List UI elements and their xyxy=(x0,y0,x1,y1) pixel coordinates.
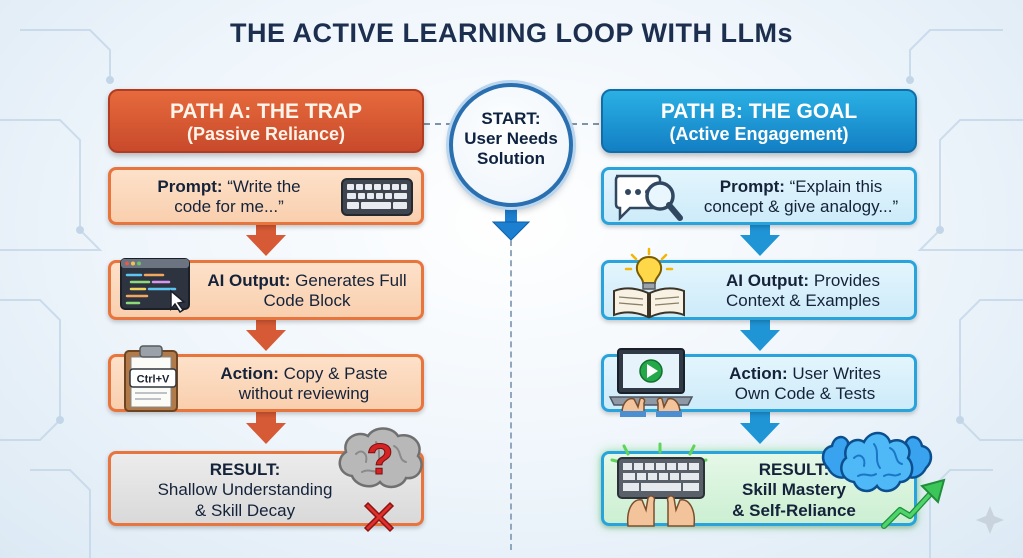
result-label: RESULT: xyxy=(758,460,830,479)
step-text: Context & Examples xyxy=(725,291,880,311)
start-line3: Solution xyxy=(477,149,545,169)
step-text: code for me...” xyxy=(174,197,284,217)
path-a-title: PATH A: THE TRAP xyxy=(169,100,363,123)
path-a-output-text: AI Output: Generates Full Code Block xyxy=(195,271,419,312)
path-b-action-card: Action: User Writes Own Code & Tests xyxy=(601,348,917,417)
path-b-title: PATH B: THE GOAL xyxy=(660,100,858,123)
path-b-result-card: RESULT: Skill Mastery & Self-Reliance xyxy=(601,442,917,527)
step-text: “Write the xyxy=(222,177,301,196)
strong-brain-icon xyxy=(821,431,933,493)
svg-text:?: ? xyxy=(367,435,394,484)
path-b-prompt-text: Prompt: “Explain this concept & give ana… xyxy=(688,177,914,218)
path-a-subtitle: (Passive Reliance) xyxy=(186,124,346,145)
path-b-result-text: RESULT: Skill Mastery & Self-Reliance xyxy=(712,460,876,521)
keyboard-icon xyxy=(341,178,413,216)
step-text: “Explain this xyxy=(784,177,883,196)
step-label: AI Output: xyxy=(726,271,810,290)
path-a-action-card: Ctrl+V Action: Copy & Paste without revi… xyxy=(108,345,424,412)
path-a-prompt-text: Prompt: “Write the code for me...” xyxy=(121,177,337,218)
result-line: Shallow Understanding xyxy=(157,480,333,500)
path-a-action-text: Action: Copy & Paste without reviewing xyxy=(189,364,419,405)
step-label: Action: xyxy=(729,364,788,383)
step-label: Prompt: xyxy=(157,177,223,196)
laptop-typing-icon xyxy=(608,348,694,417)
start-line2: User Needs xyxy=(464,129,558,149)
path-a-prompt-card: Prompt: “Write the code for me...” xyxy=(108,167,424,225)
step-label: Prompt: xyxy=(719,177,785,196)
start-line1: START: xyxy=(481,109,541,128)
path-b-header: PATH B: THE GOAL (Active Engagement) xyxy=(601,89,917,153)
clipboard-text: Ctrl+V xyxy=(137,374,170,386)
clipboard-icon: Ctrl+V xyxy=(124,345,178,412)
result-line: & Self-Reliance xyxy=(732,500,856,520)
keyboard-typing-icon xyxy=(610,442,708,527)
step-label: Action: xyxy=(220,364,279,383)
path-b-subtitle: (Active Engagement) xyxy=(669,124,849,145)
search-chat-icon xyxy=(614,174,683,222)
result-line: Skill Mastery xyxy=(742,480,846,500)
step-text: Code Block xyxy=(263,291,351,311)
red-x-icon xyxy=(363,501,395,533)
confused-brain-icon: ? xyxy=(338,427,423,489)
path-a-header: PATH A: THE TRAP (Passive Reliance) xyxy=(108,89,424,153)
result-line: & Skill Decay xyxy=(194,500,296,520)
center-divider xyxy=(510,240,512,550)
step-text: Generates Full xyxy=(290,271,407,290)
growth-arrow-icon xyxy=(881,478,946,529)
path-b-action-text: Action: User Writes Own Code & Tests xyxy=(696,364,914,405)
step-label: AI Output: xyxy=(207,271,291,290)
page-title: THE ACTIVE LEARNING LOOP WITH LLMs xyxy=(230,18,793,48)
path-b-output-text: AI Output: Provides Context & Examples xyxy=(692,271,914,312)
step-text: Own Code & Tests xyxy=(734,384,876,404)
book-lightbulb-icon xyxy=(613,247,685,319)
result-label: RESULT: xyxy=(209,460,281,479)
step-text: without reviewing xyxy=(238,384,370,404)
path-b-output-card: AI Output: Provides Context & Examples xyxy=(601,247,917,320)
path-a-result-text: RESULT: Shallow Understanding & Skill De… xyxy=(119,460,371,521)
code-window-icon xyxy=(120,258,190,313)
start-node: START: User Needs Solution xyxy=(449,83,573,207)
step-text: Copy & Paste xyxy=(278,364,388,383)
step-text: concept & give analogy...” xyxy=(703,197,899,217)
path-a-output-card: AI Output: Generates Full Code Block xyxy=(108,258,424,320)
step-text: Provides xyxy=(809,271,880,290)
path-b-prompt-card: Prompt: “Explain this concept & give ana… xyxy=(601,167,917,225)
step-text: User Writes xyxy=(787,364,881,383)
